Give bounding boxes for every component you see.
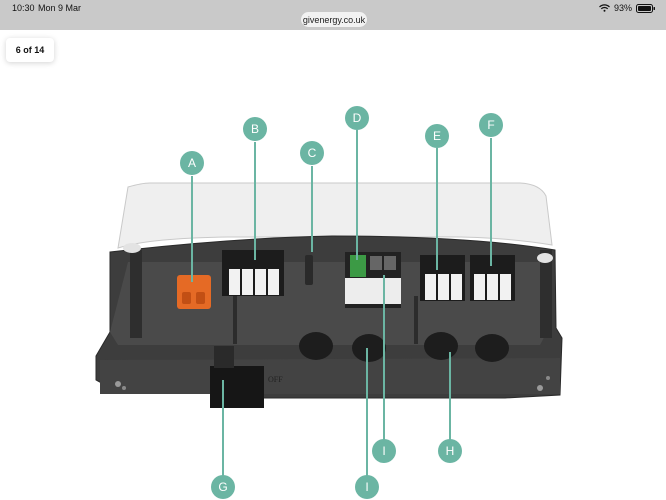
battery-icon <box>636 3 655 13</box>
screw-2 <box>122 386 126 390</box>
terminal-e-3 <box>451 274 462 300</box>
svg-text:H: H <box>446 444 455 458</box>
svg-text:E: E <box>433 129 441 143</box>
terminal-f-1 <box>474 274 485 300</box>
svg-text:F: F <box>487 118 494 132</box>
callout-h: H <box>438 439 462 463</box>
cable-port-1 <box>299 332 333 360</box>
divider-right <box>414 296 418 344</box>
callout-leaders <box>191 130 492 476</box>
pcb-d-port-1 <box>370 256 382 270</box>
gallery-counter: 6 of 14 <box>6 38 54 62</box>
screw-3 <box>537 385 543 391</box>
gland-c <box>305 255 313 285</box>
divider-left <box>233 296 237 344</box>
front-rail <box>100 358 560 394</box>
svg-text:B: B <box>251 122 259 136</box>
terminal-b-1 <box>229 269 240 295</box>
gallery-counter-text: 6 of 14 <box>15 45 45 55</box>
terminal-f-2 <box>487 274 498 300</box>
screw-4 <box>546 376 550 380</box>
status-date: Mon 9 Mar <box>38 3 82 13</box>
cable-port-4 <box>475 334 509 362</box>
status-bar: 10:30 Mon 9 Mar 93% givenergy.co.uk <box>0 0 666 30</box>
svg-text:C: C <box>308 146 317 160</box>
left-cap <box>123 243 141 253</box>
callout-f: F <box>479 113 503 137</box>
callout-a: A <box>180 151 204 175</box>
right-cap <box>537 253 553 263</box>
right-post <box>540 250 552 338</box>
svg-text:G: G <box>218 480 227 494</box>
callout-i-lower: I <box>355 475 379 499</box>
pcb-d-sticker <box>345 278 401 304</box>
svg-text:I: I <box>382 444 385 458</box>
isolator-knob <box>214 346 234 368</box>
terminal-b-3 <box>255 269 266 295</box>
status-indicators: 93% <box>599 3 656 13</box>
cable-port-2 <box>352 334 386 362</box>
screw-1 <box>115 381 121 387</box>
terminal-f-3 <box>500 274 511 300</box>
terminal-e-1 <box>425 274 436 300</box>
callout-g: G <box>211 475 235 499</box>
svg-text:D: D <box>353 111 362 125</box>
connector-a <box>177 275 211 309</box>
wifi-icon <box>599 4 610 12</box>
terminal-b-2 <box>242 269 253 295</box>
callout-d: D <box>345 106 369 130</box>
callout-c: C <box>300 141 324 165</box>
svg-text:I: I <box>365 480 368 494</box>
isolator-switch-g <box>210 366 264 408</box>
switch-off-label: OFF <box>268 375 283 384</box>
inverter-lid <box>117 182 553 249</box>
inverter-diagram: OFF A B C D E F G H <box>95 106 563 499</box>
terminal-e-2 <box>438 274 449 300</box>
cable-port-3 <box>424 332 458 360</box>
address-bar[interactable]: givenergy.co.uk <box>301 12 367 27</box>
connector-a-pin-1 <box>182 292 191 304</box>
callout-b: B <box>243 117 267 141</box>
connector-a-pin-2 <box>196 292 205 304</box>
terminal-b-4 <box>268 269 279 295</box>
address-url: givenergy.co.uk <box>302 14 366 25</box>
pcb-d-green <box>350 255 366 277</box>
callout-e: E <box>425 124 449 148</box>
battery-percent: 93% <box>613 3 632 13</box>
left-post <box>130 250 142 338</box>
svg-text:A: A <box>188 156 196 170</box>
callout-i-upper: I <box>372 439 396 463</box>
pcb-d-port-2 <box>384 256 396 270</box>
status-time: 10:30 <box>12 3 35 13</box>
